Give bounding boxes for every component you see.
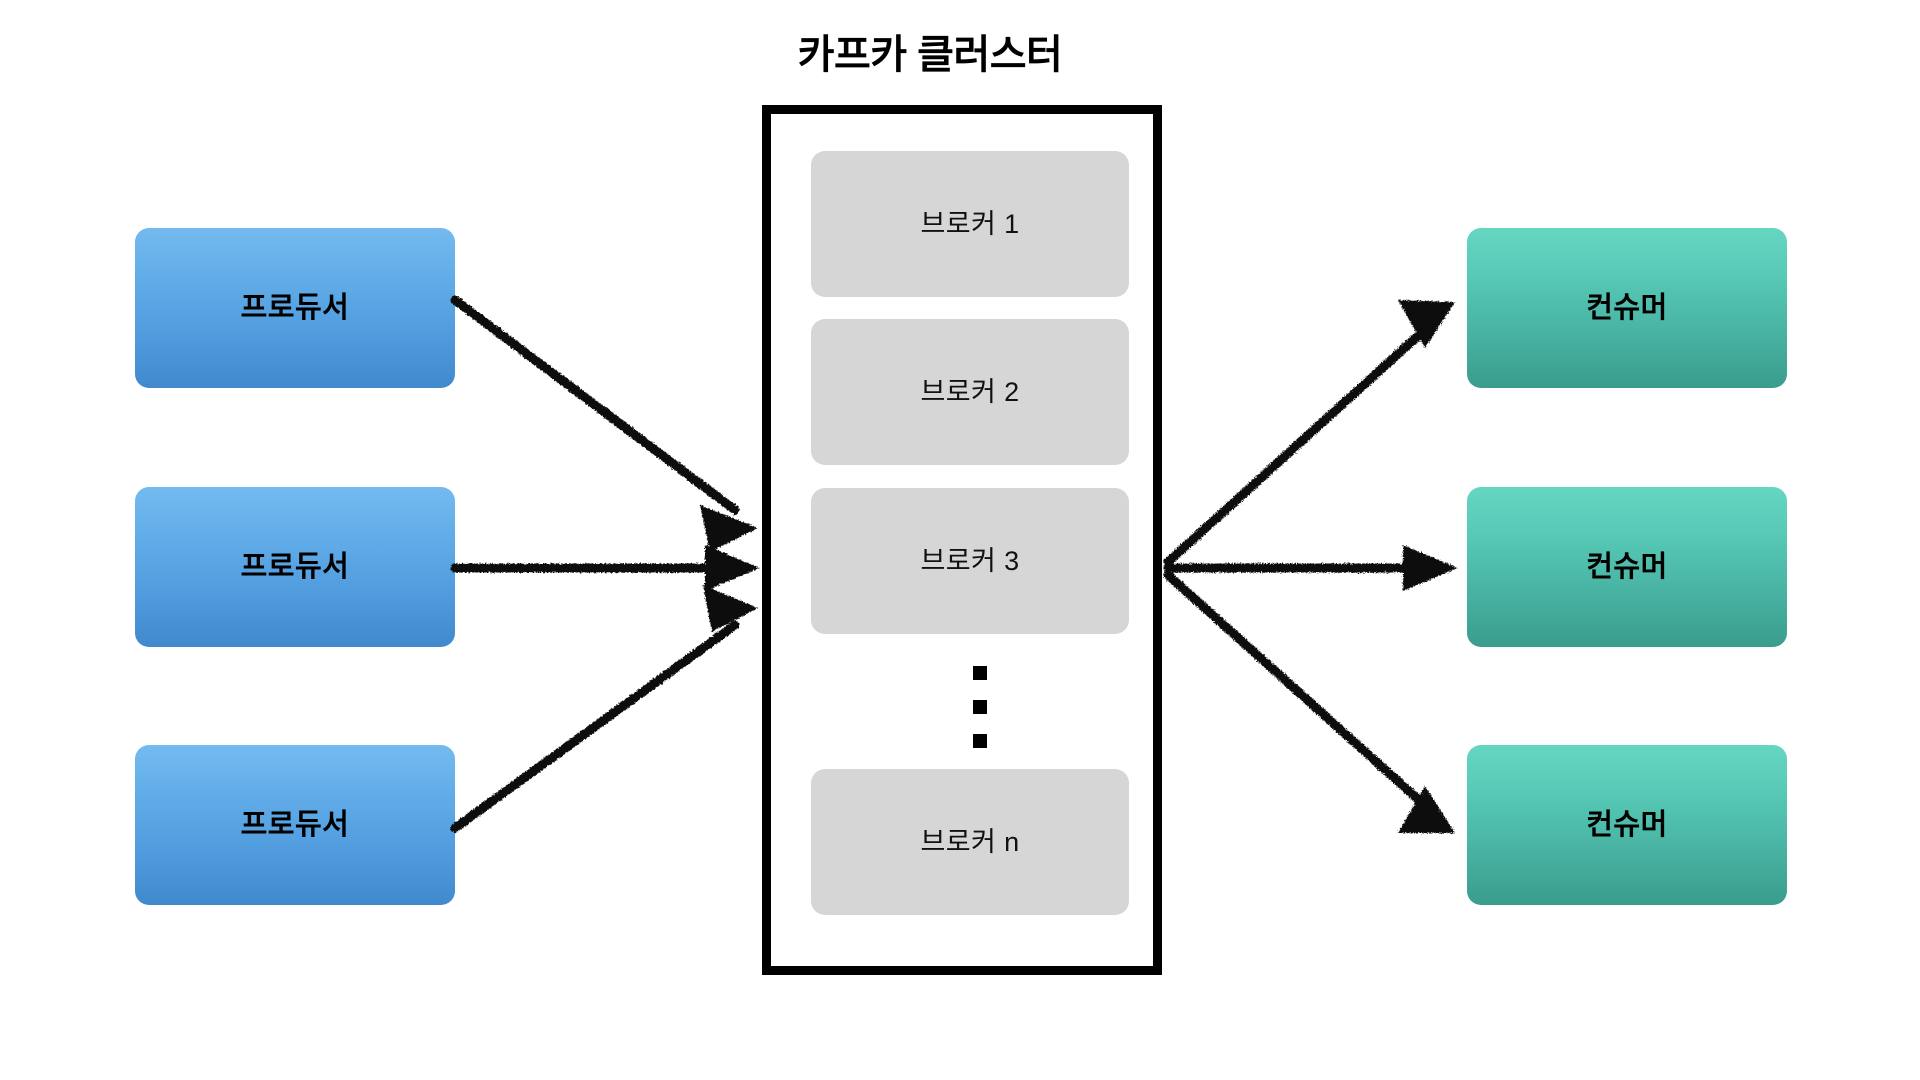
arrow-producer2-to-cluster bbox=[450, 545, 760, 591]
page-title: 카프카 클러스터 bbox=[797, 33, 1063, 77]
broker-node-2[interactable]: 브로커 2 bbox=[811, 319, 1129, 465]
consumer-label-2: 컨슈머 bbox=[1586, 550, 1668, 583]
producer-node-3[interactable]: 프로듀서 bbox=[135, 745, 455, 905]
consumer-node-3[interactable]: 컨슈머 bbox=[1467, 745, 1787, 905]
arrow-cluster-to-consumer2 bbox=[1163, 545, 1458, 591]
vertical-ellipsis-icon bbox=[968, 666, 992, 748]
arrow-producer3-to-cluster bbox=[450, 585, 758, 833]
producer-label-2: 프로듀서 bbox=[240, 550, 350, 583]
broker-label-3: 브로커 3 bbox=[920, 545, 1020, 576]
producer-node-1[interactable]: 프로듀서 bbox=[135, 228, 455, 388]
broker-node-n[interactable]: 브로커 n bbox=[811, 769, 1129, 915]
arrow-producer1-to-cluster bbox=[450, 295, 758, 552]
consumer-node-2[interactable]: 컨슈머 bbox=[1467, 487, 1787, 647]
ellipsis-dot-2 bbox=[973, 700, 987, 714]
producer-label-3: 프로듀서 bbox=[240, 808, 350, 841]
arrow-cluster-to-consumer1 bbox=[1163, 300, 1455, 567]
consumer-node-1[interactable]: 컨슈머 bbox=[1467, 228, 1787, 388]
broker-label-2: 브로커 2 bbox=[920, 376, 1020, 407]
producer-label-1: 프로듀서 bbox=[240, 291, 350, 324]
broker-label-n: 브로커 n bbox=[920, 826, 1020, 857]
consumer-label-1: 컨슈머 bbox=[1586, 291, 1668, 324]
producer-node-2[interactable]: 프로듀서 bbox=[135, 487, 455, 647]
arrow-cluster-to-consumer3 bbox=[1163, 570, 1455, 833]
broker-node-1[interactable]: 브로커 1 bbox=[811, 151, 1129, 297]
kafka-cluster-container[interactable]: 브로커 1 브로커 2 브로커 3 브로커 n bbox=[762, 105, 1162, 975]
ellipsis-dot-1 bbox=[973, 666, 987, 680]
ellipsis-dot-3 bbox=[973, 734, 987, 748]
broker-node-3[interactable]: 브로커 3 bbox=[811, 488, 1129, 634]
broker-label-1: 브로커 1 bbox=[920, 208, 1020, 239]
consumer-label-3: 컨슈머 bbox=[1586, 808, 1668, 841]
